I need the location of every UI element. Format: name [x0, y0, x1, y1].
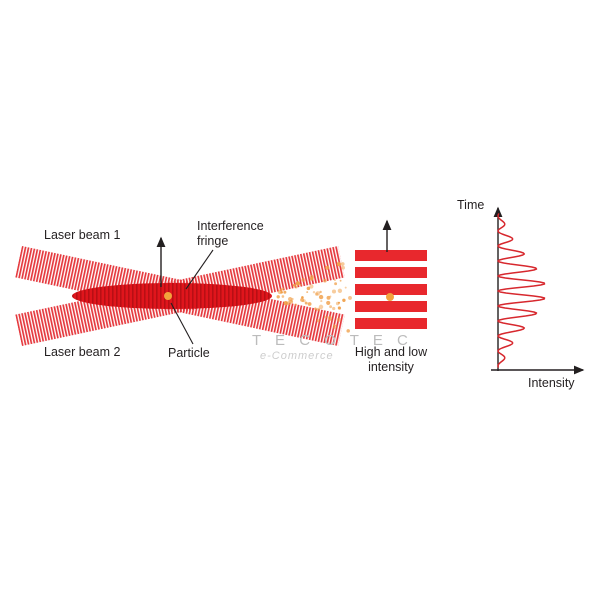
watermark-tagline: e-Commerce [260, 350, 334, 362]
label-intensity-axis: Intensity [528, 376, 575, 390]
label-laser-beam-1: Laser beam 1 [44, 228, 121, 242]
particle-leader-line [170, 302, 194, 345]
label-interference-fringe: Interference fringe [197, 219, 264, 249]
label-particle: Particle [168, 346, 210, 360]
label-high-low-intensity: High and low intensity [354, 345, 428, 375]
doppler-burst-curve [497, 213, 546, 368]
watermark-brand: T E C O T E C [252, 332, 413, 349]
fringe-pattern-bars [355, 250, 427, 329]
scattered-light-dots [276, 262, 352, 333]
particle-in-fringes-dot [386, 293, 394, 301]
label-time-axis: Time [457, 198, 485, 212]
fringe-leader-line [185, 249, 214, 290]
intensity-plot-axes [491, 206, 585, 375]
particle-dot [164, 292, 172, 300]
label-laser-beam-2: Laser beam 2 [44, 345, 121, 359]
